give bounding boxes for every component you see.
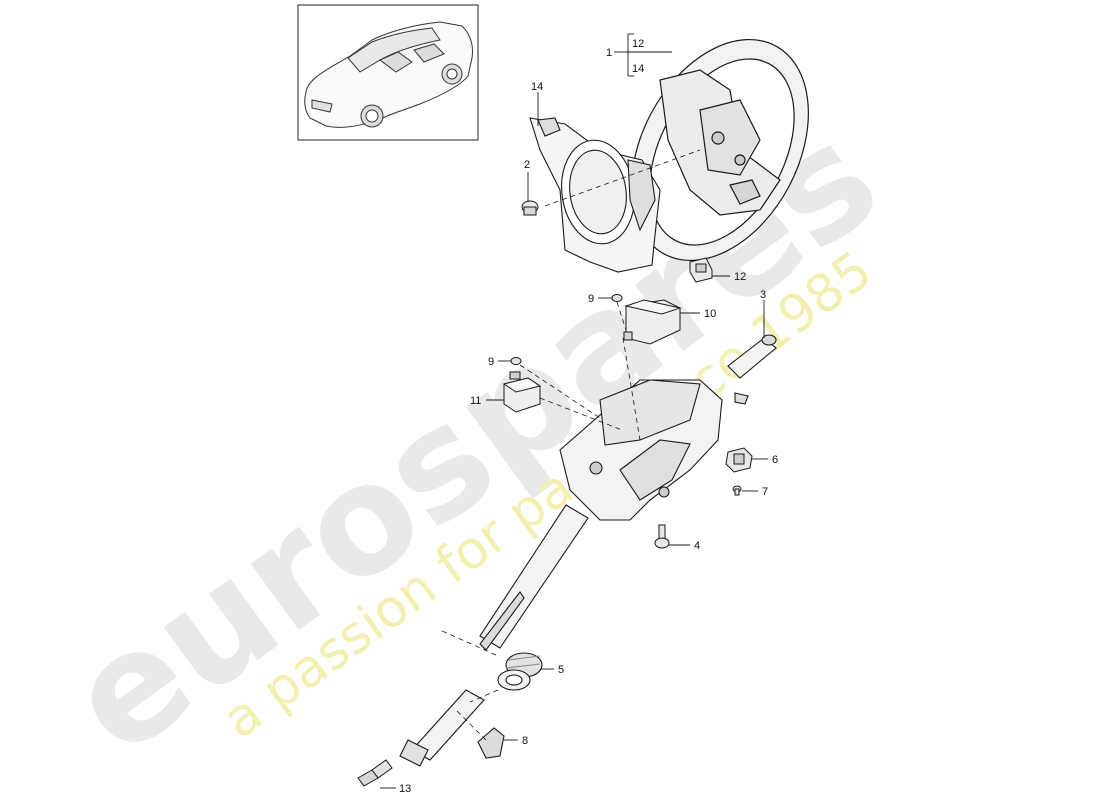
cover-8 — [477, 727, 505, 759]
callout-labels: 1 12 14 14 2 12 3 9 10 9 11 6 7 4 5 8 13 — [399, 38, 778, 795]
steering-column — [399, 334, 777, 767]
bolt-4 — [654, 524, 670, 549]
screw-9-lower — [510, 357, 522, 365]
callout-11: 11 — [470, 395, 481, 407]
car-icon — [304, 21, 473, 128]
switch-12 — [689, 257, 713, 283]
steering-wheel — [631, 38, 809, 262]
sensor-6 — [725, 447, 753, 473]
callout-9a: 9 — [588, 293, 594, 305]
callout-9b: 9 — [488, 356, 494, 368]
callout-2: 2 — [524, 159, 530, 171]
vehicle-thumbnail — [297, 4, 479, 141]
callout-6: 6 — [772, 454, 778, 466]
callout-12a: 12 — [632, 38, 644, 50]
callout-4: 4 — [694, 540, 700, 552]
callout-8: 8 — [522, 735, 528, 747]
callout-7: 7 — [762, 486, 768, 498]
bolt-13 — [357, 759, 393, 787]
callout-5: 5 — [558, 664, 564, 676]
callout-14a: 14 — [632, 63, 644, 75]
callout-12b: 12 — [734, 271, 746, 283]
leader-lines — [380, 33, 768, 789]
callout-3: 3 — [760, 289, 766, 301]
bushing-5 — [497, 652, 543, 691]
screw-2 — [521, 200, 539, 216]
callout-10: 10 — [704, 308, 716, 320]
control-unit-10 — [623, 299, 682, 345]
screw-7 — [732, 485, 742, 496]
callout-13: 13 — [399, 783, 411, 795]
screw-9-upper — [611, 294, 623, 302]
assembly-lines — [439, 149, 701, 741]
callout-1: 1 — [606, 47, 612, 59]
callout-14b: 14 — [531, 81, 543, 93]
column-shroud — [529, 117, 661, 273]
module-11 — [502, 371, 542, 413]
